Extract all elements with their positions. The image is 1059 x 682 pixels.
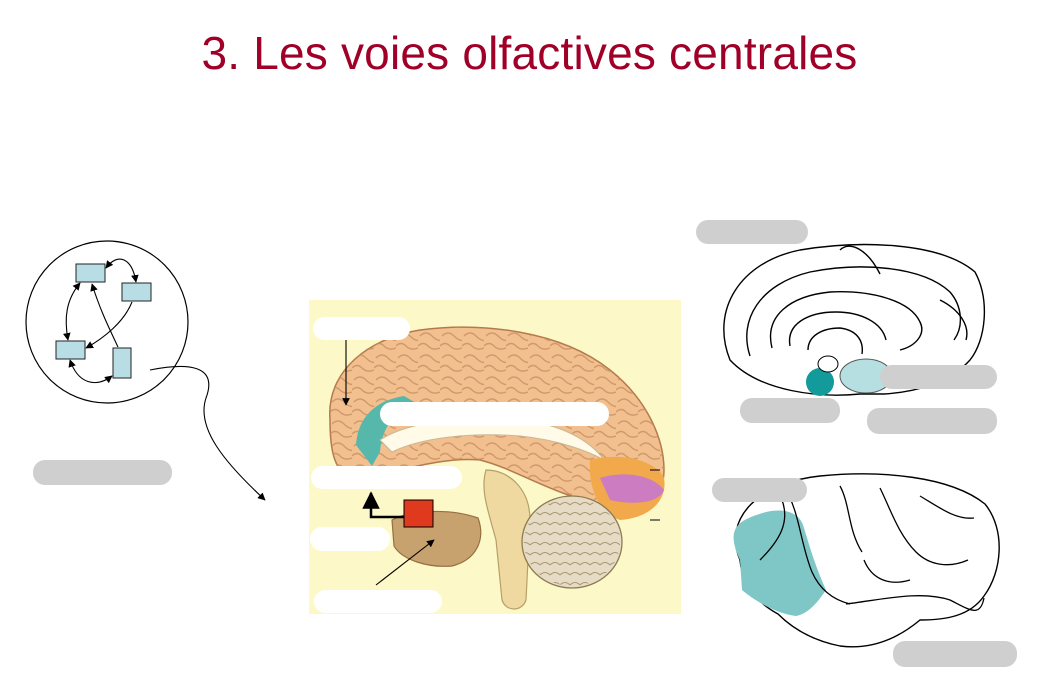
cingulate-teal-region [356, 396, 418, 466]
label-blank-medial-bottom-left [740, 398, 840, 423]
label-blank-left-lower [310, 527, 390, 551]
network-to-brain-arrow [149, 365, 266, 501]
neural-network-diagram [25, 240, 266, 501]
network-node-3 [55, 340, 86, 360]
bracket-arrow [362, 491, 404, 519]
network-node-4 [112, 347, 132, 379]
label-blank-mid-left [311, 466, 462, 489]
lateral-brain-outline [733, 473, 1000, 648]
label-blank-medial-top [696, 220, 808, 244]
pointer-arrow-temporal [375, 539, 435, 586]
highlighted-region-box [403, 499, 434, 528]
occipital-purple-region [600, 474, 664, 503]
label-blank-medial-bottom-right [867, 408, 997, 434]
teal-dot [806, 368, 834, 396]
slide-title: 3. Les voies olfactives centrales [201, 27, 858, 79]
label-blank-lateral-top [712, 478, 807, 502]
label-blank-network [33, 460, 172, 485]
label-blank-corpus-callosum [380, 402, 609, 426]
network-node-2 [121, 282, 152, 302]
label-blank-photo-top-left [313, 317, 410, 340]
brainstem [483, 469, 531, 610]
label-blank-medial-right [880, 365, 997, 389]
network-node-1 [75, 263, 106, 283]
brain-sagittal-section [309, 300, 681, 614]
frontal-teal-region [733, 510, 826, 616]
medial-brain-outline [723, 243, 986, 396]
network-connections [62, 258, 139, 384]
label-blank-lateral-bottom [893, 641, 1017, 667]
label-blank-bottom [314, 590, 442, 613]
